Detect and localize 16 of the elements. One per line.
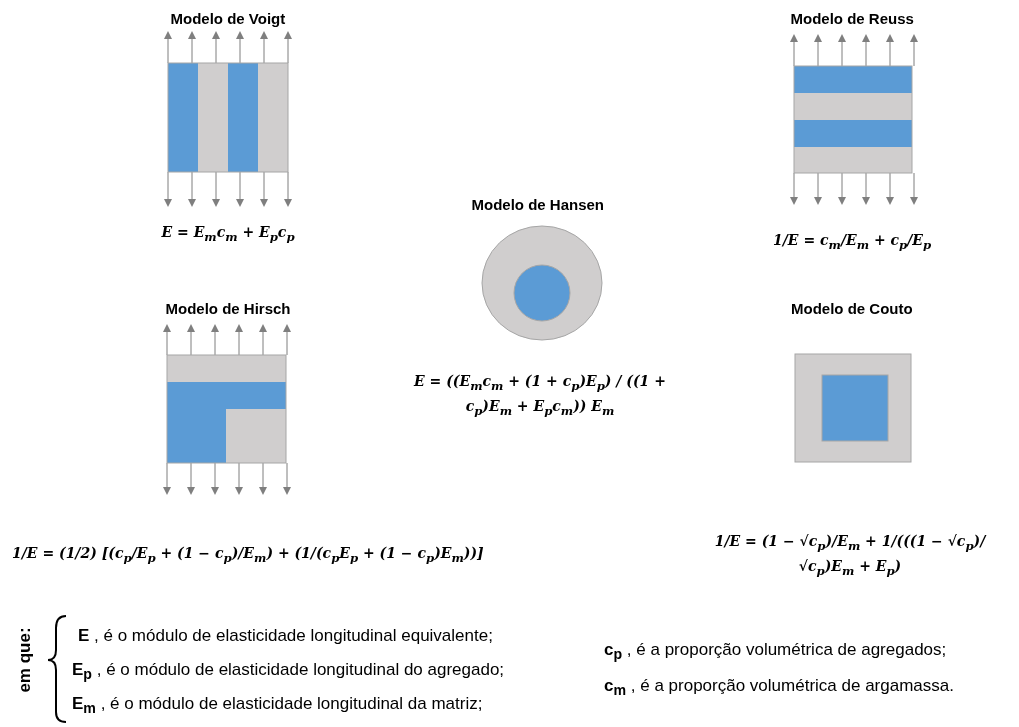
model-title: Modelo de Reuss	[790, 10, 914, 27]
formula: 1/E = (1 − √c$_{p}$)/E$_{m}$ + 1/(((1 − √c$_{p}$)/√c$_{p}$)E$_{m}$ + E$_{p}$)	[713, 532, 988, 581]
model-title: Modelo de Voigt	[170, 10, 286, 27]
definition-text: c$_{m}$ , é a proporção volumétrica de argamassa.	[604, 676, 954, 699]
model-title: Modelo de Couto	[791, 300, 913, 317]
definition-text: E$_{m}$ , é o módulo de elasticidade longitudinal da matriz;	[72, 694, 483, 717]
formula: E = ((E$_{m}$c$_{m}$ + (1 + c$_{p}$)E$_{p}$) / ((1 + c$_{p}$)E$_{m}$ + E$_{p}$c$_{m}$)) E$_{m}$	[412, 372, 667, 421]
definition-text: E , é o módulo de elasticidade longitudinal equivalente;	[78, 626, 493, 646]
formula: 1/E = c$_{m}$/E$_{m}$ + c$_{p}$/E$_{p}$	[773, 232, 932, 252]
model-title: Modelo de Hansen	[471, 196, 605, 213]
definition-text: c$_{p}$ , é a proporção volumétrica de agregados;	[604, 640, 947, 663]
definition-text: E$_{p}$ , é o módulo de elasticidade longitudinal do agregado;	[72, 660, 505, 683]
formula: E = E$_{m}$c$_{m}$ + E$_{p}$c$_{p}$	[161, 224, 295, 244]
note-label: em que:	[14, 627, 35, 693]
formula: 1/E = (1/2) [(c$_{p}$/E$_{p}$ + (1 − c$_{p}$)/E$_{m}$) + (1/(c$_{p}$E$_{p}$ + (1 − c$_{p}$)E$_{m}$))]	[12, 545, 484, 565]
model-title: Modelo de Hirsch	[165, 300, 291, 317]
